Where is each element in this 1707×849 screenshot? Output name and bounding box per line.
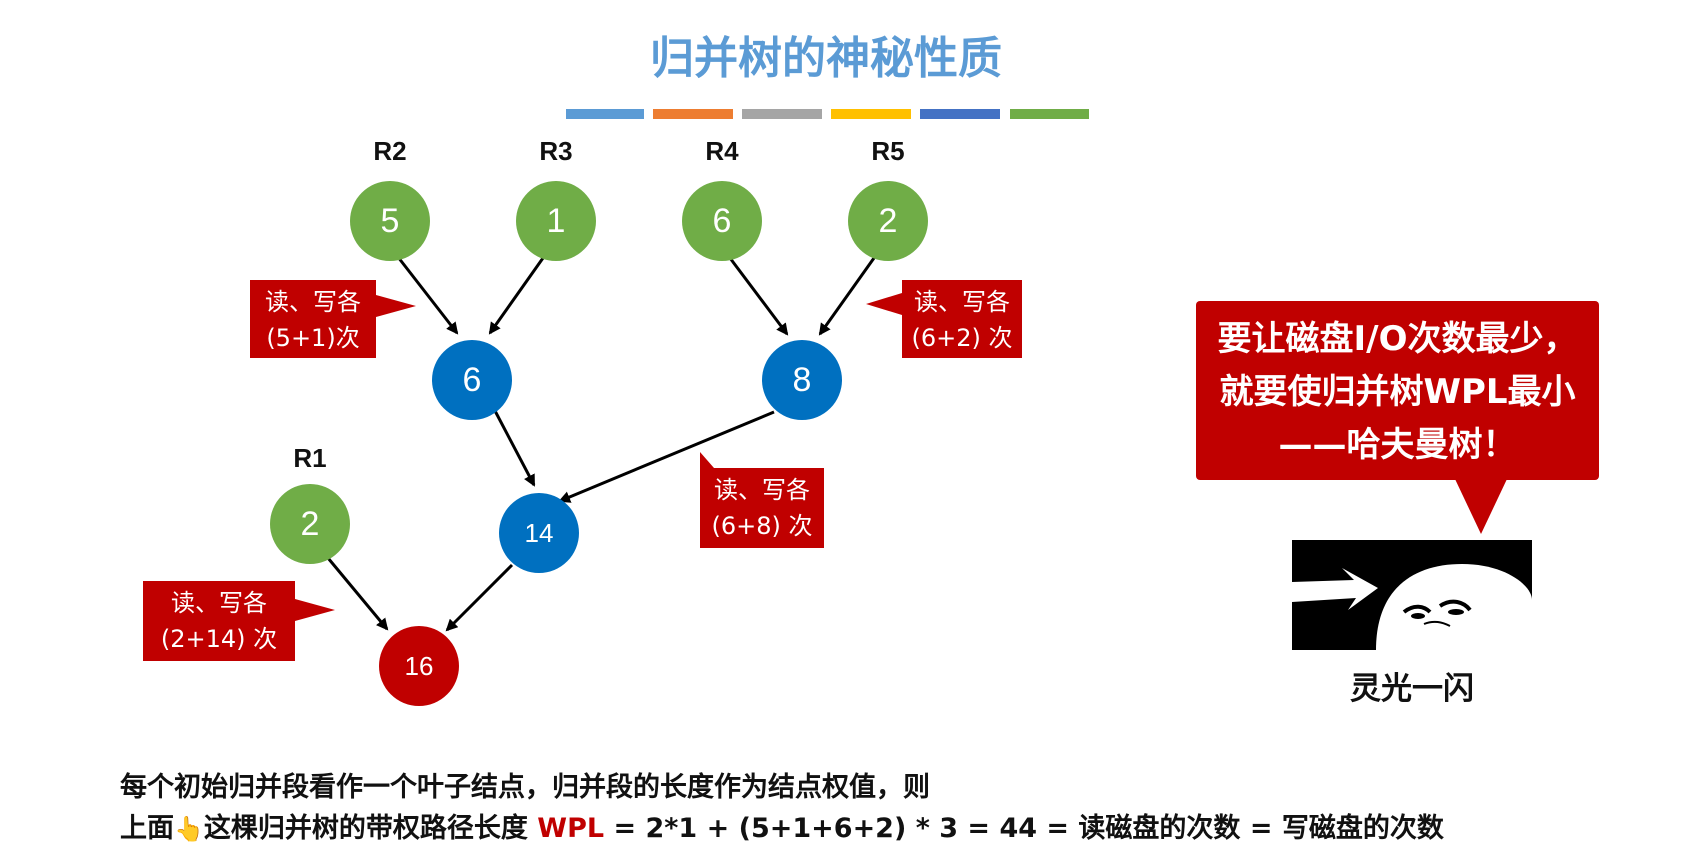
run-label-r5: R5 xyxy=(871,136,904,166)
edge-m1-m3 xyxy=(491,406,536,487)
callout-line1: 读、写各 xyxy=(914,288,1010,316)
insight-line1: 要让磁盘I/O次数最少， xyxy=(1217,319,1578,359)
edge-m3-root xyxy=(445,563,514,632)
callout-line2: (6+8) 次 xyxy=(711,512,813,540)
title-bar-4 xyxy=(831,109,911,119)
run-label-r1: R1 xyxy=(293,443,326,473)
node-root-16: 16 xyxy=(379,626,459,706)
callout-merge-2-14: 读、写各 (2+14) 次 xyxy=(143,581,335,661)
svg-text:2: 2 xyxy=(301,505,320,543)
line2-mid: 这棵归并树的带权路径长度 xyxy=(203,813,538,844)
node-r2: 5 xyxy=(350,181,430,261)
edge-r3-m1 xyxy=(488,257,545,335)
node-r1: 2 xyxy=(270,484,350,564)
run-label-r2: R2 xyxy=(373,136,406,166)
meme-caption: 灵光一闪 xyxy=(1350,671,1474,707)
callout-line2: (5+1)次 xyxy=(266,324,360,352)
node-merge-8: 8 xyxy=(762,340,842,420)
node-r3: 1 xyxy=(516,181,596,261)
callout-line1: 读、写各 xyxy=(265,288,361,316)
pointing-hand-icon: 👆 xyxy=(174,815,204,843)
svg-text:1: 1 xyxy=(547,202,566,240)
line2-suffix: = 2*1 + (5+1+6+2) * 3 = 44 = 读磁盘的次数 = 写磁… xyxy=(604,813,1444,844)
callout-line2: (2+14) 次 xyxy=(160,625,278,653)
edge-r1-root xyxy=(326,557,389,631)
edge-m2-m3 xyxy=(558,410,775,503)
callout-merge-6-8: 读、写各 (6+8) 次 xyxy=(700,452,824,548)
run-label-r4: R4 xyxy=(705,136,739,166)
svg-text:6: 6 xyxy=(713,202,732,240)
inspiration-meme-image xyxy=(1292,540,1532,650)
explanation-line-1: 每个初始归并段看作一个叶子结点，归并段的长度作为结点权值，则 xyxy=(120,772,930,803)
svg-text:8: 8 xyxy=(793,361,812,399)
title-bar-6 xyxy=(1010,109,1089,119)
svg-text:2: 2 xyxy=(879,202,898,240)
callout-line1: 读、写各 xyxy=(714,476,810,504)
callout-line1: 读、写各 xyxy=(171,589,267,617)
svg-text:16: 16 xyxy=(405,651,434,681)
callout-pointer xyxy=(700,452,714,468)
svg-text:5: 5 xyxy=(381,202,400,240)
insight-line3: ——哈夫曼树！ xyxy=(1278,425,1517,465)
title-bar-5 xyxy=(920,109,1000,119)
title-bar-2 xyxy=(653,109,733,119)
explanation-line-2: 上面👆这棵归并树的带权路径长度 WPL = 2*1 + (5+1+6+2) * … xyxy=(120,806,1444,845)
edge-r2-m1 xyxy=(396,256,459,335)
node-r4: 6 xyxy=(682,181,762,261)
svg-text:14: 14 xyxy=(525,518,554,548)
node-r5: 2 xyxy=(848,181,928,261)
insight-line2: 就要使归并树WPL最小 xyxy=(1219,372,1576,412)
node-merge-14: 14 xyxy=(499,493,579,573)
callout-pointer xyxy=(866,293,902,315)
wpl-label: WPL xyxy=(537,813,605,844)
callout-pointer xyxy=(295,599,335,621)
node-merge-6: 6 xyxy=(432,340,512,420)
line2-prefix: 上面 xyxy=(120,813,174,844)
callout-line2: (6+2) 次 xyxy=(911,324,1013,352)
svg-text:6: 6 xyxy=(463,361,482,399)
callout-pointer xyxy=(376,295,416,317)
run-label-r3: R3 xyxy=(539,136,572,166)
edge-r5-m2 xyxy=(818,257,876,336)
title-bar-3 xyxy=(742,109,822,119)
edge-r4-m2 xyxy=(728,257,789,336)
meme-drawing xyxy=(1292,540,1532,650)
insight-callout: 要让磁盘I/O次数最少， 就要使归并树WPL最小 ——哈夫曼树！ xyxy=(1196,301,1599,480)
insight-callout-tail xyxy=(1455,479,1507,534)
callout-merge-5-1: 读、写各 (5+1)次 xyxy=(250,280,416,358)
page-title: 归并树的神秘性质 xyxy=(650,33,1002,84)
callout-merge-6-2: 读、写各 (6+2) 次 xyxy=(866,280,1022,358)
title-bar-1 xyxy=(566,109,644,119)
